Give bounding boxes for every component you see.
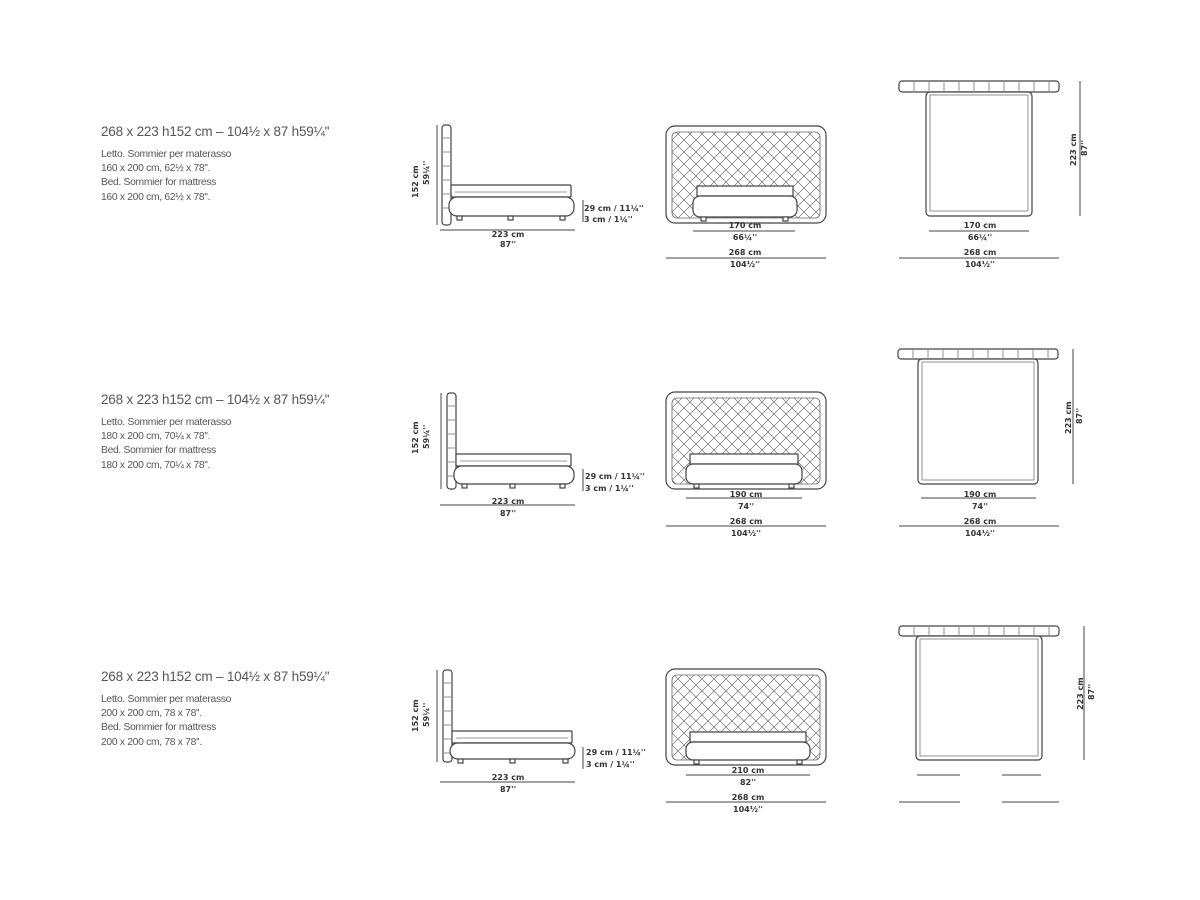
- front-width-cm: 170 cm: [729, 221, 762, 230]
- technical-drawings: 152 cm 59¼'' 223 cm 87'' 29 cm / 11¼'' 3…: [411, 80, 1089, 269]
- variant-text: 268 x 223 h152 cm – 104½ x 87 h59¼'' Let…: [101, 124, 401, 205]
- desc-line: 160 x 200 cm, 62½ x 78''.: [101, 163, 211, 175]
- top-view-drawing: [897, 348, 1074, 527]
- front-total-cm: 268 cm: [730, 517, 763, 526]
- desc-line: 180 x 200 cm, 70¼ x 78''.: [101, 431, 211, 443]
- front-total-cm: 268 cm: [732, 793, 765, 802]
- side-height-in: 59¼'': [421, 703, 431, 727]
- top-total-cm: 268 cm: [964, 248, 997, 257]
- top-depth-in: 87'': [1087, 684, 1096, 700]
- top-view-drawing: [898, 80, 1081, 259]
- top-view-drawing: [898, 625, 1085, 803]
- top-depth-cm: 223 cm: [1069, 133, 1078, 166]
- desc-line: 200 x 200 cm, 78 x 78''.: [101, 736, 202, 748]
- front-view-drawing: [665, 668, 827, 803]
- front-view-drawing: [665, 391, 827, 527]
- desc-line: 180 x 200 cm, 70¼ x 78''.: [101, 459, 211, 471]
- side-length-in: 87'': [500, 785, 516, 794]
- desc-line: Letto. Sommier per materasso: [101, 149, 232, 160]
- side-height-cm: 152 cm: [411, 699, 420, 732]
- desc-line: Letto. Sommier per materasso: [101, 417, 232, 428]
- front-width-in: 74'': [738, 502, 754, 511]
- side-length-cm: 223 cm: [492, 497, 525, 506]
- side-height-detail-2: 3 cm / 1¼'': [585, 483, 634, 493]
- variant-description: Letto. Sommier per materasso 200 x 200 c…: [101, 693, 401, 750]
- side-height-detail-2: 3 cm / 1¼'': [584, 214, 633, 224]
- top-depth-cm: 223 cm: [1064, 401, 1073, 434]
- top-width-in: 74'': [972, 502, 988, 511]
- top-width-cm: 190 cm: [964, 490, 997, 499]
- side-length-in: 87'': [500, 240, 516, 249]
- side-view-drawing: [436, 124, 584, 231]
- side-view-drawing: [440, 392, 584, 506]
- side-height-detail-2: 3 cm / 1¼'': [586, 759, 635, 769]
- front-view-drawing: [665, 125, 827, 259]
- desc-line: Bed. Sommier for mattress: [101, 445, 216, 457]
- side-length-cm: 223 cm: [492, 230, 525, 239]
- desc-line: 200 x 200 cm, 78 x 78''.: [101, 708, 202, 720]
- top-total-cm: 268 cm: [964, 517, 997, 526]
- variant-description: Letto. Sommier per materasso 180 x 200 c…: [101, 416, 401, 473]
- desc-line: 160 x 200 cm, 62½ x 78''.: [101, 191, 211, 203]
- bed-variant-row: 268 x 223 h152 cm – 104½ x 87 h59¼'' Let…: [0, 625, 1200, 885]
- front-total-in: 104½'': [733, 804, 763, 814]
- front-width-in: 66¼'': [733, 232, 757, 242]
- top-width-cm: 170 cm: [964, 221, 997, 230]
- variant-description: Letto. Sommier per materasso 160 x 200 c…: [101, 148, 401, 205]
- technical-drawings: 152 cm 59¼'' 223 cm 87'' 29 cm / 11¼'' 3…: [411, 348, 1084, 538]
- side-height-in: 59¼'': [421, 425, 431, 449]
- front-width-in: 82'': [740, 778, 756, 787]
- side-view-drawing: [436, 669, 584, 783]
- top-depth-cm: 223 cm: [1076, 677, 1085, 710]
- side-length-cm: 223 cm: [492, 773, 525, 782]
- side-height-cm: 152 cm: [411, 421, 420, 454]
- variant-text: 268 x 223 h152 cm – 104½ x 87 h59¼'' Let…: [101, 669, 401, 750]
- variant-dimensions-title: 268 x 223 h152 cm – 104½ x 87 h59¼'': [101, 124, 330, 139]
- front-total-in: 104½'': [731, 528, 761, 538]
- variant-dimensions-title: 268 x 223 h152 cm – 104½ x 87 h59¼'': [101, 392, 330, 407]
- desc-line: Letto. Sommier per materasso: [101, 694, 232, 705]
- front-total-in: 104½'': [730, 259, 760, 269]
- side-height-in: 59¼'': [421, 161, 431, 185]
- variant-text: 268 x 223 h152 cm – 104½ x 87 h59¼'' Let…: [101, 392, 401, 473]
- bed-variant-row: 268 x 223 h152 cm – 104½ x 87 h59¼'' Let…: [0, 348, 1200, 608]
- side-height-detail-1: 29 cm / 11¼'': [584, 203, 644, 213]
- front-width-cm: 210 cm: [732, 766, 765, 775]
- side-height-detail-1: 29 cm / 11¼'': [585, 471, 645, 481]
- desc-line: Bed. Sommier for mattress: [101, 722, 216, 734]
- top-total-in: 104½'': [965, 259, 995, 269]
- top-depth-in: 87'': [1080, 140, 1089, 156]
- side-length-in: 87'': [500, 509, 516, 518]
- side-height-detail-1: 29 cm / 11¼'': [586, 747, 646, 757]
- desc-line: Bed. Sommier for mattress: [101, 177, 216, 189]
- top-width-in: 66¼'': [968, 232, 992, 242]
- top-total-in: 104½'': [965, 528, 995, 538]
- front-total-cm: 268 cm: [729, 248, 762, 257]
- technical-drawings: 152 cm 59¼'' 223 cm 87'' 29 cm / 11¼'' 3…: [411, 625, 1096, 814]
- variant-dimensions-title: 268 x 223 h152 cm – 104½ x 87 h59¼'': [101, 669, 330, 684]
- bed-variant-row: 268 x 223 h152 cm – 104½ x 87 h59¼'' Let…: [0, 80, 1200, 340]
- top-depth-in: 87'': [1075, 408, 1084, 424]
- side-height-cm: 152 cm: [411, 165, 420, 198]
- front-width-cm: 190 cm: [730, 490, 763, 499]
